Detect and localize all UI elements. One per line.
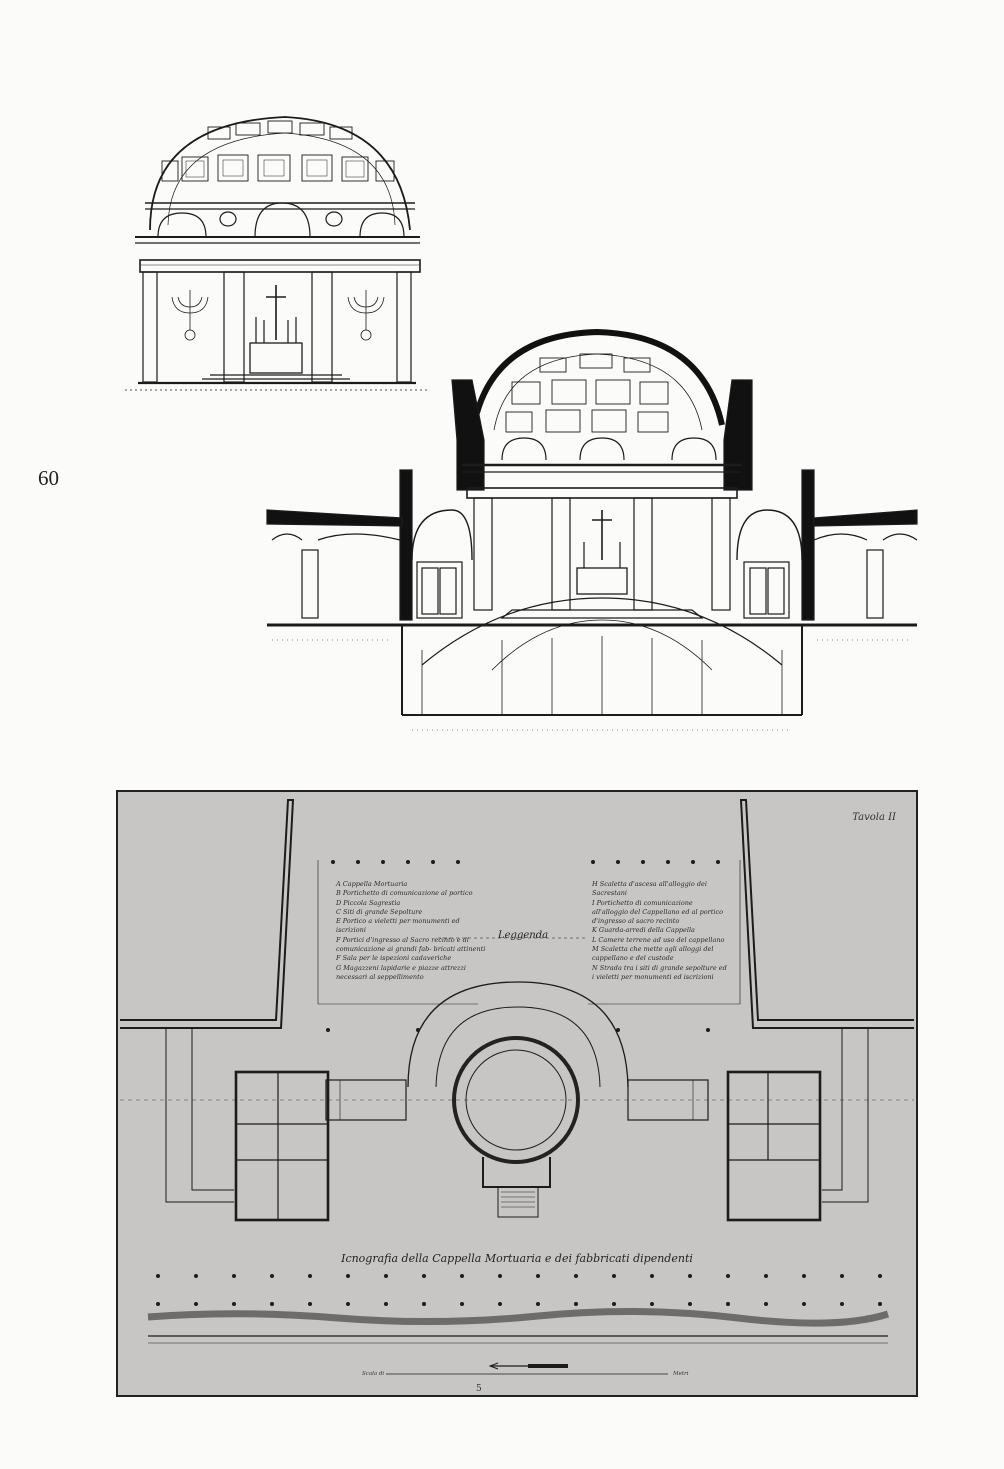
legend-entry: C Siti di grande Sepolture: [336, 907, 423, 916]
sheet-label: Tavola II: [852, 812, 896, 823]
legend-right-column: H Scaletta d'ascesa all'alloggio dei Sac…: [592, 880, 730, 982]
front-elevation-drawing: [125, 116, 430, 391]
legend-entry: E Portico a vieletti per monumenti ed is…: [336, 917, 460, 935]
legend-entry: B Portichetto di comunicazione al portic…: [336, 889, 473, 898]
plan-drawing: [120, 799, 914, 1375]
legend-entry: L Camere terrene ad uso del cappellano: [592, 935, 725, 944]
legend-left-column: A Cappella Mortuaria B Portichetto di co…: [336, 880, 486, 982]
legend-entry: D Piccola Sagrestia: [336, 898, 401, 907]
legend-entry: I Portichetto di comunicazione all'allog…: [592, 898, 724, 926]
legend-entry: F Sala per le ispezioni cadaveriche: [336, 954, 452, 963]
legend-entry: A Cappella Mortuaria: [336, 880, 408, 888]
legend-entry: K Guarda-arredi della Cappella: [592, 926, 695, 935]
legend-title: Leggenda: [498, 930, 549, 941]
plan-title: Icnografia della Cappella Mortuaria e de…: [341, 1252, 693, 1265]
legend-entry: M Scaletta che mette agli alloggi del ca…: [592, 945, 714, 963]
plan-plate: Tavola II: [116, 790, 918, 1397]
legend-entry: G Magazzeni lapidarie e piazze attrezzi …: [336, 963, 466, 981]
section-drawing: [266, 328, 918, 731]
scale-number: 5: [476, 1384, 482, 1394]
legend-entry: F Portici d'ingresso al Sacro recinto e …: [336, 935, 486, 954]
scale-unit: Metri: [673, 1371, 689, 1377]
page-number: 60: [38, 466, 59, 490]
legend-entry: H Scaletta d'ascesa all'alloggio dei Sac…: [592, 880, 707, 898]
scale-label: Scala di: [362, 1371, 385, 1377]
legend-entry: N Strada tra i siti di grande sepolture …: [592, 963, 727, 981]
